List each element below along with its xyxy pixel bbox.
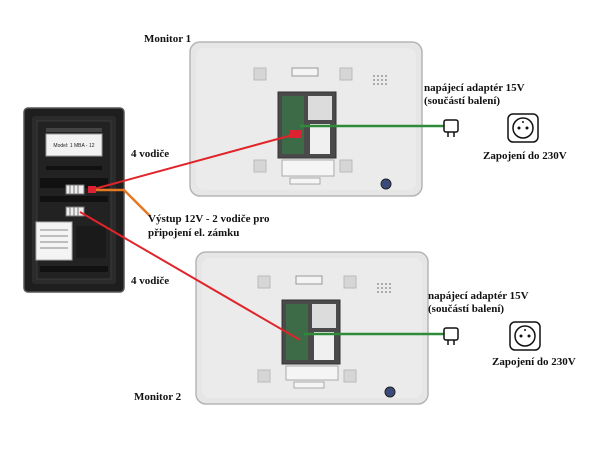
wires-top-label: 4 vodiče [131,148,170,160]
model-label: Model: 1 MBA - 12 [53,143,94,149]
signal-wire-monitor-2 [79,211,301,341]
monitor-1 [189,41,423,197]
signal-wire-monitor-1 [93,133,297,190]
wires-bottom-label: 4 vodiče [131,275,170,287]
power-plug-1 [443,119,459,137]
terminal-block-upper [65,184,85,195]
model-sticker [45,133,103,157]
lock-wire [96,188,151,217]
monitor-1-label: Monitor 1 [144,33,192,45]
adapter-2-label-line1: napájecí adaptér 15V [428,290,529,302]
adapter-1-label-line2: (součástí balení) [424,95,501,107]
monitor-2-label: Monitor 2 [134,391,182,403]
adapter-2-label-line2: (součástí balení) [428,303,505,315]
power-plug-2 [443,327,459,345]
monitor-2 [195,251,429,405]
lock-output-label-line1: Výstup 12V - 2 vodiče pro [148,213,270,225]
info-sticker [35,221,73,261]
socket-1-label: Zapojení do 230V [483,150,567,162]
terminal-block-lower [65,206,85,217]
wall-socket-1 [507,113,539,143]
wall-socket-2 [509,321,541,351]
socket-2-label: Zapojení do 230V [492,356,576,368]
door-panel: Model: 1 MBA - 12 [23,107,125,293]
adapter-1-label-line1: napájecí adaptér 15V [424,82,525,94]
lock-output-label-line2: připojení el. zámku [148,227,240,239]
